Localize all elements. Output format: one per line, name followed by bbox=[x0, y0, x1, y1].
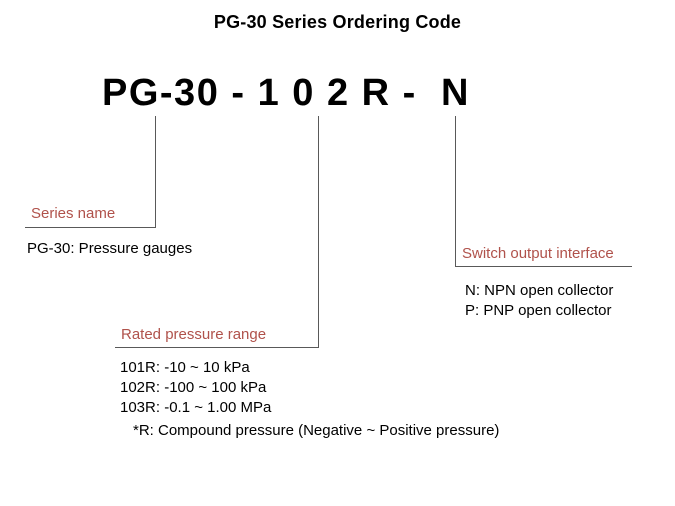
switch-option-npn: N: NPN open collector bbox=[465, 282, 614, 299]
switch-connector-vline bbox=[455, 116, 456, 266]
rated-pressure-range-label: Rated pressure range bbox=[121, 326, 267, 343]
pressure-connector-hline bbox=[115, 347, 319, 348]
switch-option-pnp: P: PNP open collector bbox=[465, 302, 612, 319]
series-description: PG-30: Pressure gauges bbox=[27, 240, 193, 257]
compound-pressure-note: *R: Compound pressure (Negative ~ Positi… bbox=[133, 422, 500, 439]
pressure-connector-vline bbox=[318, 116, 319, 347]
pressure-range-101r: 101R: -10 ~ 10 kPa bbox=[120, 359, 250, 376]
ordering-code-text: PG-30 - 1 0 2 R - N bbox=[102, 72, 470, 114]
pressure-range-102r: 102R: -100 ~ 100 kPa bbox=[120, 379, 267, 396]
series-connector-hline bbox=[25, 227, 156, 228]
pressure-range-103r: 103R: -0.1 ~ 1.00 MPa bbox=[120, 399, 272, 416]
diagram-title: PG-30 Series Ordering Code bbox=[213, 12, 462, 32]
series-name-label: Series name bbox=[31, 205, 116, 222]
series-connector-vline bbox=[155, 116, 156, 227]
switch-output-interface-label: Switch output interface bbox=[462, 245, 614, 262]
switch-connector-hline bbox=[455, 266, 632, 267]
